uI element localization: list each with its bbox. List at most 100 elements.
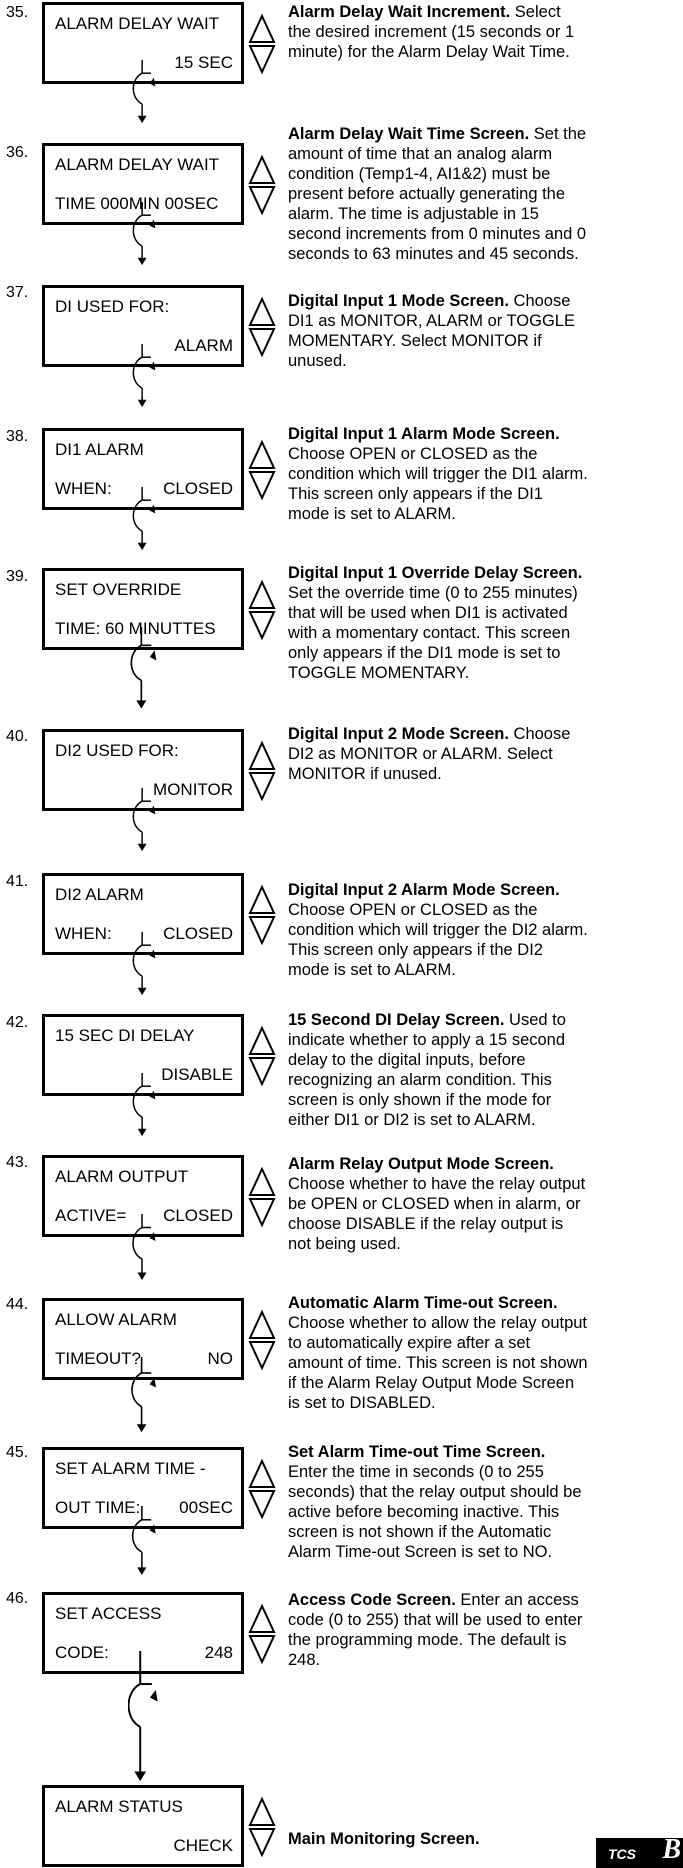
step-body: Enter an access code (0 to 255) that wil… <box>288 1591 583 1669</box>
step-title: Alarm Relay Output Mode Screen. <box>288 1155 554 1173</box>
lcd-screen: ALARM STATUS CHECK <box>42 1785 244 1867</box>
up-down-arrows-icon[interactable] <box>248 155 276 215</box>
lcd-line-2-right: MONITOR <box>153 780 233 799</box>
lcd-line-2-left: WHEN: <box>55 479 112 498</box>
lcd-line-2-left: WHEN: <box>55 924 112 943</box>
lcd-line-2-right: 15 SEC <box>174 53 233 72</box>
step-description: Digital Input 2 Mode Screen. Choose DI2 … <box>288 724 588 784</box>
step-number: 43. <box>6 1154 29 1171</box>
lcd-screen: ALLOW ALARM TIMEOUT? NO <box>42 1298 244 1380</box>
step-body: Choose OPEN or CLOSED as the condition w… <box>288 901 588 979</box>
lcd-line-2-left: OUT TIME: <box>55 1498 141 1517</box>
loop-arrow-icon <box>131 1357 156 1433</box>
lcd-line-1: DI2 USED FOR: <box>55 741 179 760</box>
lcd-line-2-right: NO <box>207 1349 234 1368</box>
up-down-arrows-icon[interactable] <box>248 1310 276 1370</box>
step-body: Set the amount of time that an analog al… <box>288 125 587 263</box>
step-title: Access Code Screen. <box>288 1591 456 1609</box>
loop-arrow-icon <box>132 344 156 408</box>
step-title: Main Monitoring Screen. <box>288 1830 480 1848</box>
step-title: Digital Input 1 Mode Screen. <box>288 292 509 310</box>
lcd-line-2-right: 248 <box>204 1643 233 1662</box>
step-body: Select the desired increment (15 seconds… <box>288 3 575 61</box>
step-body: Choose whether to have the relay output … <box>288 1175 586 1253</box>
up-down-arrows-icon[interactable] <box>248 1026 276 1086</box>
lcd-line-1: 15 SEC DI DELAY <box>55 1026 195 1045</box>
step-description: Alarm Relay Output Mode Screen. Choose w… <box>288 1154 588 1254</box>
step-number: 41. <box>6 873 29 890</box>
step-description: Digital Input 1 Mode Screen. Choose DI1 … <box>288 291 588 371</box>
step-title: Digital Input 1 Alarm Mode Screen. <box>288 425 560 443</box>
step-number: 42. <box>6 1014 29 1031</box>
lcd-line-2-left: ACTIVE= <box>55 1206 127 1225</box>
step-description: Automatic Alarm Time-out Screen. Choose … <box>288 1293 588 1413</box>
step-number: 40. <box>6 728 29 745</box>
step-body: Enter the time in seconds (0 to 255 seco… <box>288 1463 582 1561</box>
step-description: Main Monitoring Screen. <box>288 1829 588 1849</box>
step-title: Alarm Delay Wait Increment. <box>288 3 511 21</box>
step-description: Digital Input 1 Alarm Mode Screen. Choos… <box>288 424 588 524</box>
logo-mark: B <box>662 1838 681 1865</box>
up-down-arrows-icon[interactable] <box>248 440 276 500</box>
up-down-arrows-icon[interactable] <box>248 297 276 357</box>
loop-arrow-icon <box>130 627 157 709</box>
loop-arrow-icon <box>131 1506 156 1575</box>
lcd-line-2-right: CLOSED <box>163 924 233 943</box>
step-description: Alarm Delay Wait Time Screen. Set the am… <box>288 124 588 264</box>
step-number: 37. <box>6 284 29 301</box>
lcd-line-2-left: TIME 000MIN 00SEC <box>55 194 219 213</box>
lcd-line-2-right: ALARM <box>174 336 233 355</box>
up-down-arrows-icon[interactable] <box>248 741 276 801</box>
lcd-screen: SET ALARM TIME - OUT TIME: 00SEC <box>42 1447 244 1529</box>
lcd-screen: SET ACCESS CODE: 248 <box>42 1592 244 1674</box>
up-down-arrows-icon[interactable] <box>248 1167 276 1227</box>
step-title: Automatic Alarm Time-out Screen. <box>288 1294 558 1312</box>
lcd-line-2-right: CLOSED <box>163 1206 233 1225</box>
logo-text: TCS <box>608 1846 636 1862</box>
lcd-line-2-right: CLOSED <box>163 479 233 498</box>
lcd-line-1: SET OVERRIDE <box>55 580 182 599</box>
lcd-screen: DI2 USED FOR: MONITOR <box>42 729 244 811</box>
lcd-screen: SET OVERRIDE TIME: 60 MINUTTES <box>42 568 244 650</box>
lcd-line-1: ALLOW ALARM <box>55 1310 177 1329</box>
step-number: 35. <box>6 4 29 21</box>
lcd-line-1: DI2 ALARM <box>55 885 144 904</box>
step-body: Choose DI2 as MONITOR or ALARM. Select M… <box>288 725 571 783</box>
loop-arrow-icon <box>132 487 156 551</box>
up-down-arrows-icon[interactable] <box>248 1604 276 1664</box>
loop-arrow-icon <box>132 788 156 852</box>
up-down-arrows-icon[interactable] <box>248 885 276 945</box>
loop-arrow-icon <box>132 932 156 996</box>
step-body: Choose OPEN or CLOSED as the condition w… <box>288 445 588 523</box>
lcd-line-1: ALARM DELAY WAIT <box>55 155 220 174</box>
up-down-arrows-icon[interactable] <box>248 580 276 640</box>
step-description: Set Alarm Time-out Time Screen. Enter th… <box>288 1442 588 1562</box>
loop-arrow-icon <box>132 202 156 266</box>
lcd-line-1: ALARM DELAY WAIT <box>55 14 220 33</box>
step-description: 15 Second DI Delay Screen. Used to indic… <box>288 1010 588 1130</box>
step-title: Digital Input 2 Mode Screen. <box>288 725 509 743</box>
lcd-line-2-right: DISABLE <box>161 1065 233 1084</box>
step-title: Set Alarm Time-out Time Screen. <box>288 1443 546 1461</box>
lcd-line-1: SET ACCESS <box>55 1604 162 1623</box>
step-body: Choose DI1 as MONITOR, ALARM or TOGGLE M… <box>288 292 575 370</box>
step-description: Digital Input 2 Alarm Mode Screen. Choos… <box>288 880 588 980</box>
loop-arrow-icon <box>132 1214 156 1280</box>
lcd-line-2-right: CHECK <box>173 1836 233 1855</box>
step-title: Digital Input 1 Override Delay Screen. <box>288 564 583 582</box>
lcd-line-2-left: TIMEOUT? <box>55 1349 141 1368</box>
lcd-line-2-left: TIME: 60 MINUTTES <box>55 619 216 638</box>
step-body: Used to indicate whether to apply a 15 s… <box>288 1011 566 1129</box>
lcd-line-1: ALARM OUTPUT <box>55 1167 189 1186</box>
lcd-line-1: DI1 ALARM <box>55 440 144 459</box>
loop-arrow-icon <box>132 1073 156 1137</box>
lcd-screen: ALARM DELAY WAIT TIME 000MIN 00SEC <box>42 143 244 225</box>
up-down-arrows-icon[interactable] <box>248 14 276 74</box>
up-down-arrows-icon[interactable] <box>248 1459 276 1519</box>
lcd-screen: ALARM DELAY WAIT 15 SEC <box>42 2 244 84</box>
up-down-arrows-icon[interactable] <box>248 1797 276 1857</box>
step-title: Digital Input 2 Alarm Mode Screen. <box>288 881 560 899</box>
lcd-screen: ALARM OUTPUT ACTIVE= CLOSED <box>42 1155 244 1237</box>
lcd-line-1: SET ALARM TIME - <box>55 1459 206 1478</box>
lcd-screen: DI2 ALARM WHEN: CLOSED <box>42 873 244 955</box>
